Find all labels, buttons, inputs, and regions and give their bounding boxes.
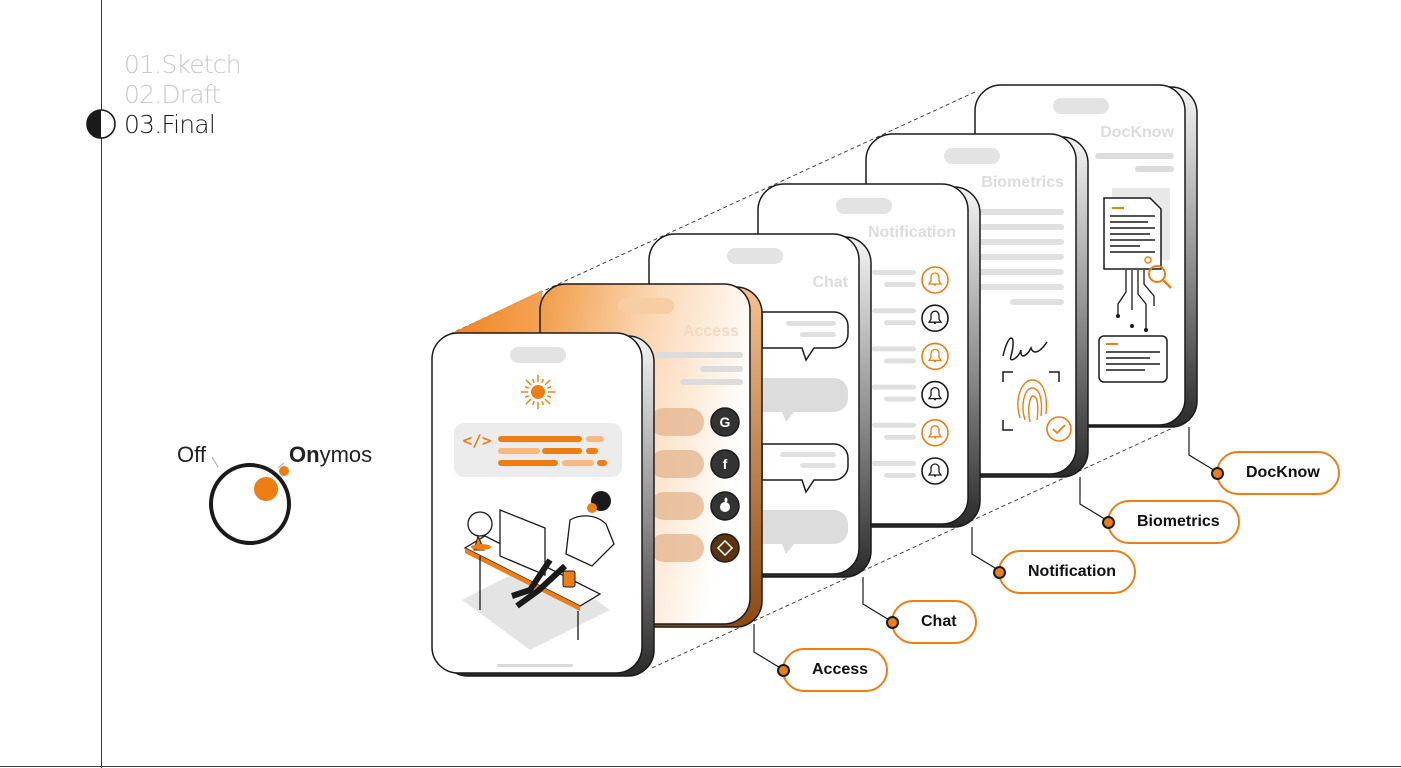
step-sketch[interactable]: 01.Sketch — [124, 50, 242, 79]
label-access-dot — [777, 664, 790, 677]
bell-icon — [921, 418, 949, 447]
label-chat-dot — [886, 616, 899, 629]
label-notification-text: Notification — [1028, 563, 1116, 580]
label-chat[interactable]: Chat — [886, 600, 977, 644]
bell-icon — [921, 380, 949, 409]
document-icon — [1103, 188, 1170, 332]
screen-chat-title: Chat — [812, 274, 848, 291]
facebook-icon — [710, 449, 740, 479]
step-final[interactable]: 03.Final — [124, 110, 216, 139]
half-circle-marker-icon — [86, 109, 116, 139]
label-biometrics-dot — [1102, 516, 1115, 529]
google-icon — [710, 407, 740, 437]
signature — [1002, 337, 1048, 361]
desk-worker-illustration — [462, 491, 615, 650]
vertical-guide-line — [101, 0, 102, 768]
bell-icon — [921, 304, 949, 333]
label-access[interactable]: Access — [777, 648, 889, 692]
binance-icon — [710, 533, 740, 563]
code-icon: </> — [463, 431, 492, 450]
check-icon — [1046, 416, 1072, 442]
label-docknow-text: DocKnow — [1246, 464, 1320, 481]
label-notification[interactable]: Notification — [993, 550, 1136, 594]
label-notification-dot — [993, 566, 1006, 579]
label-access-text: Access — [812, 661, 869, 678]
label-biometrics-text: Biometrics — [1137, 513, 1220, 530]
step-draft[interactable]: 02.Draft — [124, 80, 221, 109]
label-biometrics[interactable]: Biometrics — [1102, 500, 1240, 544]
brand-on-rest: ymos — [319, 442, 373, 467]
screen-docknow-title: DocKnow — [1100, 124, 1174, 141]
screen-access-title: Access — [683, 323, 739, 340]
brand-onymos-text: Onymos — [289, 442, 372, 468]
brand-on-bold: On — [289, 442, 320, 467]
screen-notification-title: Notification — [868, 224, 956, 241]
bell-icon — [921, 342, 949, 371]
svg-text:G: G — [720, 414, 731, 430]
chat-bubbles — [761, 311, 849, 554]
brand-off-text: Off — [177, 442, 206, 467]
horizontal-guide-line — [0, 766, 1401, 767]
bell-icon — [921, 457, 949, 485]
label-docknow-dot — [1211, 467, 1224, 480]
onymos-dial-logo-icon — [209, 456, 291, 545]
magnifier-icon — [1144, 256, 1172, 289]
step-list: 01.Sketch 02.Draft 03.Final — [124, 50, 242, 140]
label-chat-text: Chat — [921, 613, 957, 630]
bell-icon — [921, 266, 949, 294]
svg-text:f: f — [723, 456, 728, 472]
screen-biometrics-title: Biometrics — [981, 174, 1064, 191]
connector-lines — [753, 427, 1218, 670]
screen-front: </> — [431, 332, 655, 677]
sun-icon — [521, 375, 555, 409]
fingerprint-icon — [1002, 371, 1060, 431]
perspective-guide-top — [449, 91, 976, 335]
label-docknow[interactable]: DocKnow — [1211, 451, 1340, 495]
